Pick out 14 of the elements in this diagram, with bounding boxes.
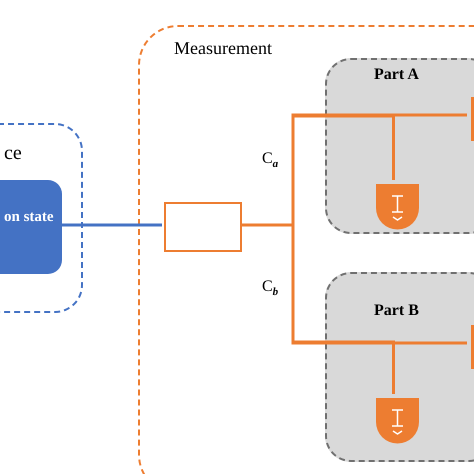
- part-panel: [325, 272, 474, 462]
- dashed-group-outline: [138, 25, 474, 474]
- detector-symbol: [376, 398, 419, 444]
- math-label: C$_{b}$: [262, 278, 278, 298]
- group-title: ce: [4, 142, 22, 165]
- box-label: on state: [4, 209, 54, 226]
- empty-box: [164, 202, 242, 252]
- group-title: Measurement: [174, 38, 272, 59]
- connector-line: [60, 224, 162, 226]
- math-label: C$_{a}$: [262, 150, 278, 170]
- group-title: Part A: [374, 66, 419, 84]
- group-title: Part B: [374, 302, 419, 320]
- part-panel: [325, 58, 474, 234]
- detector-symbol: [376, 184, 419, 230]
